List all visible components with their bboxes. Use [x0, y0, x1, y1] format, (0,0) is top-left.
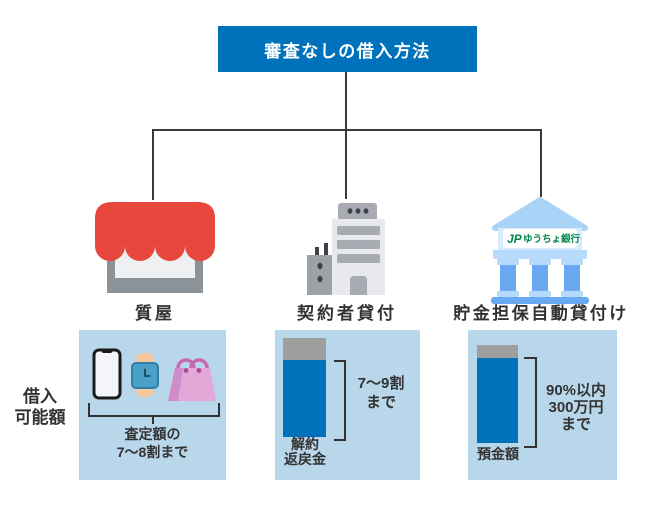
policy-loan-annotation-line1: 7〜9割 [357, 375, 405, 392]
office-building-icon [307, 203, 385, 295]
savings-loan-annotation-line1: 90%以内 [545, 382, 607, 399]
title-box: 審査なしの借入方法 [218, 26, 477, 72]
jp-logo: JP [507, 232, 523, 246]
smartphone-icon [92, 348, 122, 400]
savings-loan-annotation-line2: 300万円 [548, 399, 604, 416]
branch-label-savings-loan: 貯金担保自動貸付け [453, 304, 629, 323]
borrowable-amount-line1: 借入 [23, 387, 57, 406]
savings-loan-bar-label: 預金額 [468, 444, 528, 464]
grouping-bracket-tick [152, 415, 154, 424]
connector-line-horizontal [152, 129, 542, 131]
grouping-bracket [88, 403, 220, 417]
storefront-icon [95, 202, 215, 293]
wristwatch-icon [131, 353, 159, 397]
bar-remainder-segment [477, 345, 518, 358]
connector-line-branch-3 [540, 129, 542, 197]
pawnshop-caption: 査定額の 7〜8割まで [79, 425, 226, 461]
policy-loan-bar-label: 解約 返戻金 [275, 437, 335, 467]
policy-loan-bar-label-line1: 解約 [291, 436, 319, 452]
bar-borrowable-segment [477, 358, 518, 443]
pawnshop-caption-line1: 査定額の [124, 426, 181, 442]
range-bracket [334, 360, 346, 441]
bank-sign-plate [503, 229, 577, 248]
policy-loan-bar-label-line2: 返戻金 [284, 451, 326, 467]
diagram-title: 審査なしの借入方法 [264, 41, 431, 61]
borrowable-amount-label: 借入 可能額 [2, 386, 78, 428]
pawnshop-caption-line2: 7〜8割まで [116, 444, 189, 460]
bank-sign-text: ゆうちょ銀行 [523, 233, 581, 245]
range-bracket [524, 357, 537, 448]
branch-label-pawnshop: 質屋 [135, 304, 175, 323]
policy-loan-annotation-line2: まで [365, 394, 396, 411]
savings-loan-annotation-line3: まで [560, 416, 591, 433]
savings-loan-detail-box: 90%以内 300万円 まで 預金額 [468, 330, 617, 480]
connector-line-branch-2 [345, 129, 347, 199]
bank-building-icon: JP ゆうちょ銀行 [491, 197, 589, 304]
policy-loan-annotation: 7〜9割 まで [345, 374, 417, 412]
pawnshop-detail-box: 査定額の 7〜8割まで [79, 330, 226, 480]
borrowable-amount-line2: 可能額 [14, 408, 66, 427]
savings-loan-bar-label-line1: 預金額 [477, 446, 519, 462]
connector-line-root [345, 72, 347, 130]
savings-loan-annotation: 90%以内 300万円 まで [536, 382, 616, 433]
handbag-icon [168, 358, 216, 401]
bar-borrowable-segment [283, 360, 326, 437]
connector-line-branch-1 [152, 129, 154, 200]
policy-loan-detail-box: 7〜9割 まで 解約 返戻金 [275, 330, 420, 480]
branch-label-policy-loan: 契約者貸付 [297, 304, 397, 323]
bar-remainder-segment [283, 338, 326, 360]
